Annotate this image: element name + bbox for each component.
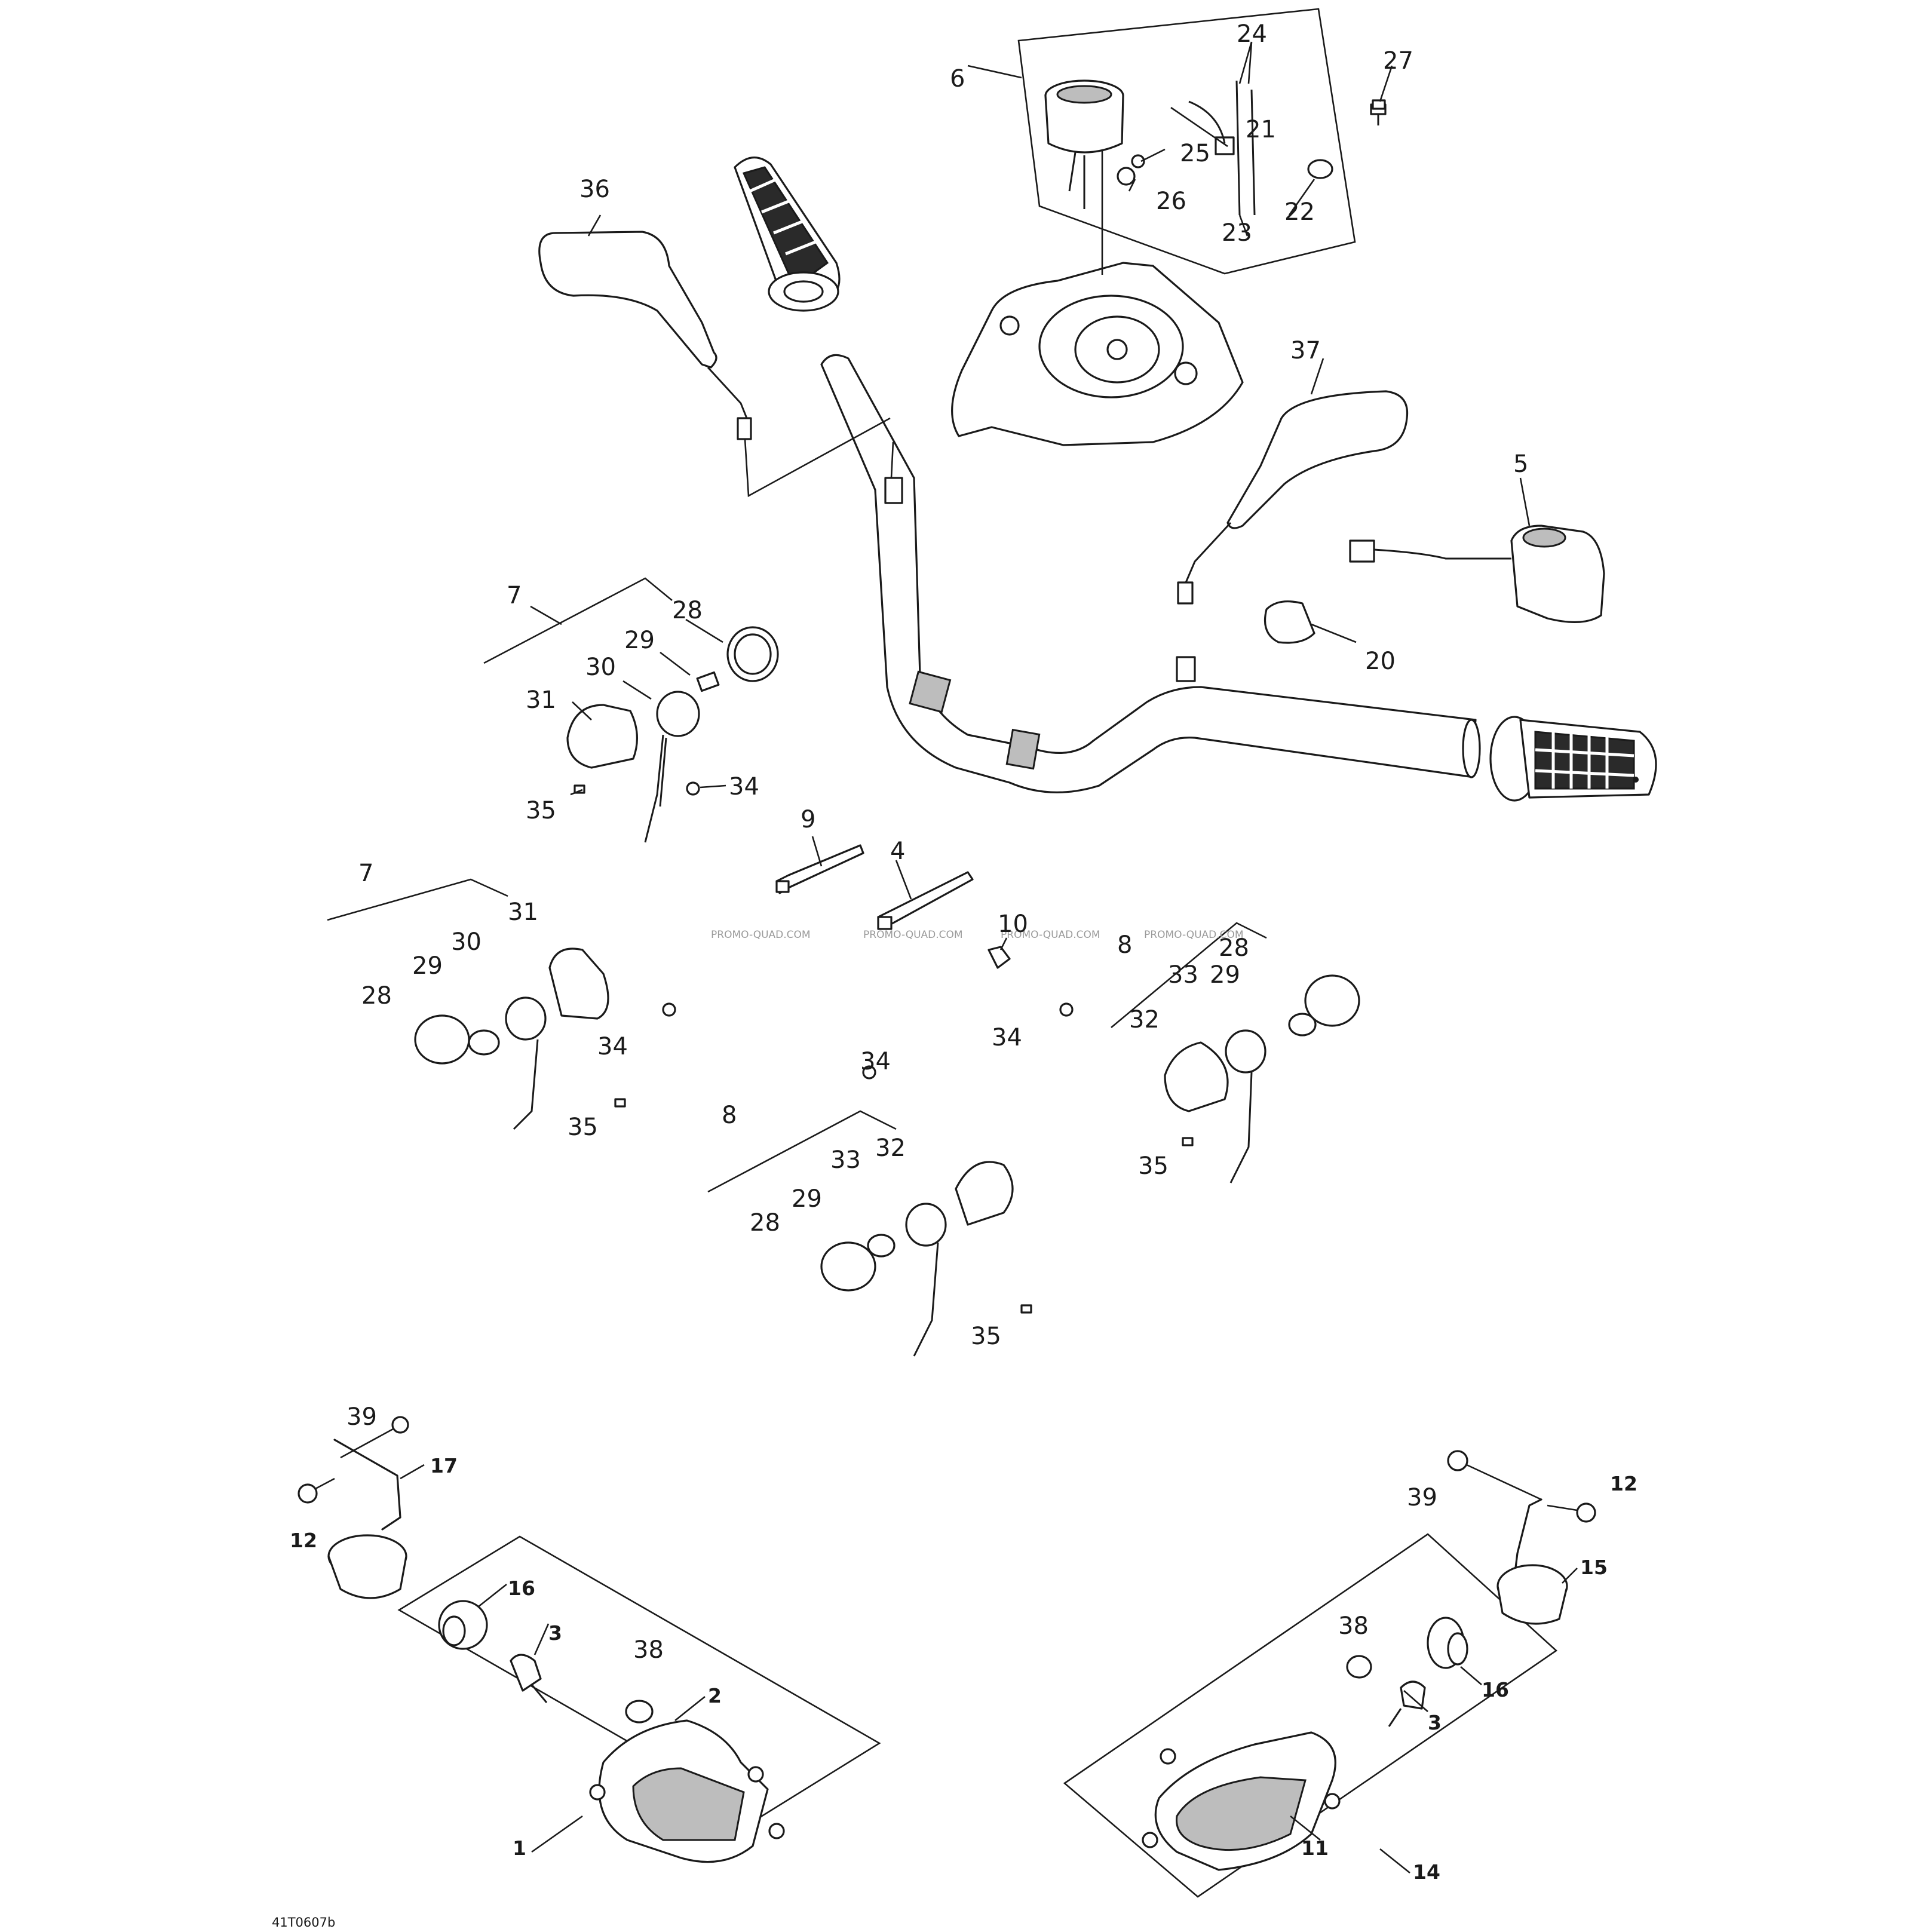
callout-38: 38 (633, 1636, 664, 1664)
callout-30: 30 (451, 928, 482, 956)
callout-21: 21 (1246, 116, 1276, 143)
callout-29: 29 (412, 952, 443, 980)
callout-26: 26 (1156, 188, 1186, 215)
turn-signal-upper-left (566, 626, 779, 843)
mirror-left (538, 231, 891, 498)
callout-8: 8 (1117, 931, 1132, 959)
callout-22: 22 (1284, 198, 1315, 226)
callout-34: 34 (860, 1048, 891, 1075)
headlamp-right (1142, 1617, 1468, 1871)
callout-14: 14 (1413, 1860, 1440, 1884)
callout-2: 2 (708, 1684, 722, 1707)
callout-labels: 6 24 27 21 25 26 23 22 36 37 5 20 7 28 2… (290, 20, 1637, 1884)
callout-10: 10 (998, 910, 1028, 938)
mirror-right (1177, 390, 1409, 605)
callout-37: 37 (1290, 337, 1321, 364)
callout-16: 16 (1482, 1678, 1509, 1701)
callout-29: 29 (624, 627, 655, 654)
callout-34: 34 (729, 773, 759, 801)
turn-signal-frame-right (1111, 922, 1267, 1028)
callout-39: 39 (1407, 1484, 1437, 1511)
watermark: PROMO-QUAD.COM (1001, 929, 1100, 941)
callout-8: 8 (722, 1102, 737, 1129)
callout-38: 38 (1338, 1612, 1369, 1640)
headlamp-bracket-left (298, 1416, 409, 1599)
callout-16: 16 (508, 1577, 535, 1600)
turn-signal-frame-upper-left (483, 577, 673, 664)
watermark-row: PROMO-QUAD.COM PROMO-QUAD.COM PROMO-QUAD… (711, 929, 1244, 941)
callout-24: 24 (1237, 20, 1267, 48)
headlamp-right-frame (1063, 1533, 1558, 1898)
callout-32: 32 (1129, 1006, 1160, 1034)
callout-39: 39 (346, 1403, 377, 1431)
callout-7: 7 (507, 582, 522, 609)
callout-7: 7 (358, 860, 373, 887)
callout-28: 28 (672, 597, 703, 624)
callout-28: 28 (1219, 934, 1249, 962)
callout-33: 33 (1168, 961, 1198, 989)
callout-35: 35 (568, 1114, 598, 1141)
callout-4: 4 (890, 838, 905, 865)
gauge-group-frame (1017, 8, 1356, 275)
turn-signal-right (1059, 974, 1360, 1183)
callout-6: 6 (950, 65, 965, 93)
callout-31: 31 (526, 686, 556, 714)
callout-15: 15 (1580, 1556, 1608, 1579)
gauge (1044, 79, 1387, 216)
headlamp-bracket-right (1447, 1450, 1596, 1625)
callout-35: 35 (971, 1323, 1001, 1350)
switch-20 (1264, 600, 1315, 644)
switch-housing (1349, 525, 1605, 623)
callout-29: 29 (792, 1185, 822, 1213)
callout-12: 12 (290, 1529, 317, 1552)
callout-12: 12 (1610, 1472, 1637, 1495)
callout-36: 36 (579, 176, 610, 203)
callout-29: 29 (1210, 961, 1240, 989)
callout-5: 5 (1513, 450, 1528, 478)
grip-left (734, 157, 841, 312)
turn-signal-lower-left (414, 947, 676, 1130)
handlebar-cover (951, 146, 1244, 446)
headlamp-left (438, 1600, 785, 1863)
callout-35: 35 (1138, 1152, 1169, 1180)
callout-28: 28 (750, 1209, 780, 1237)
callout-34: 34 (597, 1033, 628, 1060)
callout-23: 23 (1222, 219, 1252, 247)
cable-ties (775, 844, 1011, 969)
callout-25: 25 (1180, 140, 1210, 167)
handlebar (820, 354, 1481, 793)
callout-32: 32 (875, 1134, 906, 1162)
turn-signal-center (820, 1065, 1032, 1357)
callout-11: 11 (1301, 1836, 1329, 1860)
callout-33: 33 (830, 1146, 861, 1174)
callout-34: 34 (992, 1024, 1022, 1051)
callout-35: 35 (526, 797, 556, 824)
watermark: PROMO-QUAD.COM (863, 929, 963, 941)
leader-lines (530, 41, 1531, 950)
callout-20: 20 (1365, 648, 1396, 675)
bolt-27 (1372, 99, 1386, 110)
watermark: PROMO-QUAD.COM (1144, 929, 1244, 941)
callout-3: 3 (1428, 1711, 1442, 1734)
callout-9: 9 (801, 806, 815, 833)
watermark: PROMO-QUAD.COM (711, 929, 811, 941)
callout-17: 17 (430, 1454, 458, 1477)
callout-28: 28 (361, 982, 392, 1010)
callout-3: 3 (548, 1621, 562, 1645)
turn-signal-frame-lower-left (327, 878, 508, 921)
callout-1: 1 (513, 1836, 526, 1860)
drawing-reference-code: 41T0607b (272, 1915, 335, 1930)
turn-signal-frame-center (707, 1110, 897, 1193)
callout-31: 31 (508, 898, 538, 926)
grip-right (1489, 716, 1657, 802)
callout-30: 30 (585, 654, 616, 681)
callout-27: 27 (1383, 47, 1413, 75)
